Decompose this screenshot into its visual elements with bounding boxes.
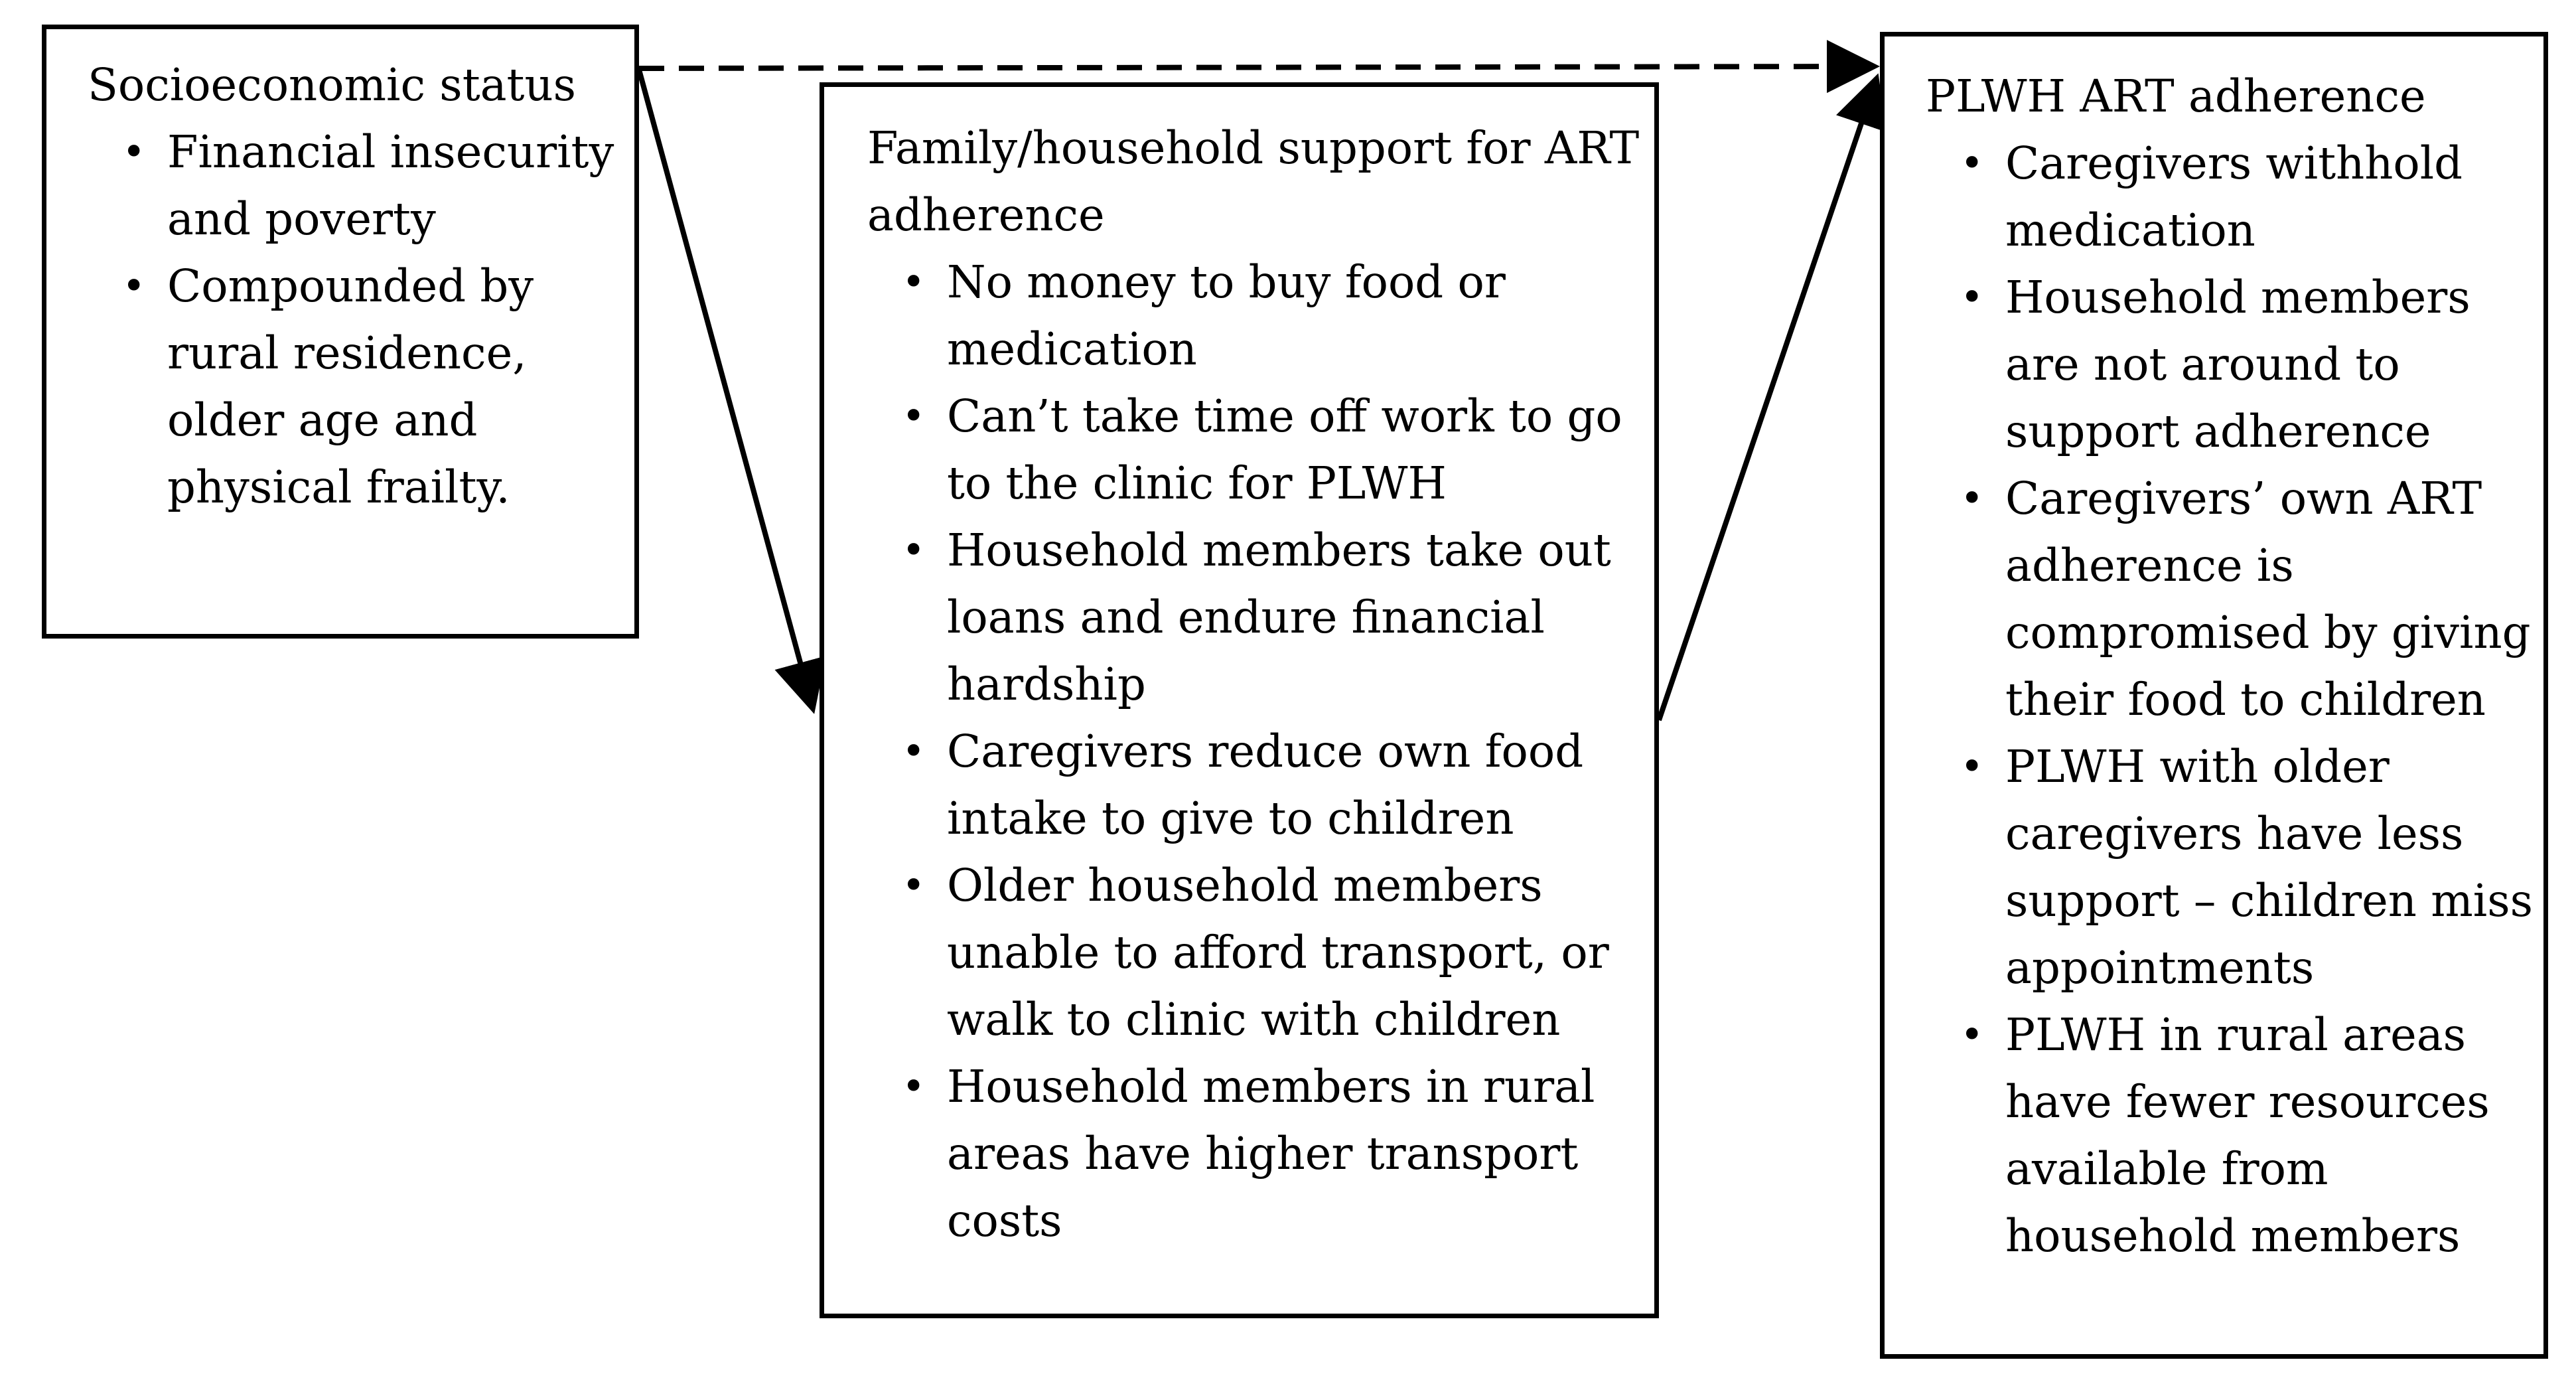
list-item: • No money to buy food or medication <box>867 249 1641 383</box>
list-item-text: Household members are not around to supp… <box>2005 271 2470 457</box>
list-item: • Financial insecurity and poverty <box>88 119 621 253</box>
list-item-text: Financial insecurity and poverty <box>167 126 614 245</box>
list-item-text: Caregivers reduce own food intake to giv… <box>947 726 1584 844</box>
list-item: • Household members in rural areas have h… <box>867 1053 1641 1255</box>
bullet: • <box>902 527 926 574</box>
bullet: • <box>1960 743 1984 790</box>
bullet-list: • No money to buy food or medication • Can… <box>867 249 1641 1255</box>
box-title: Socioeconomic status <box>88 59 577 111</box>
list-item: • Older household members unable to affor… <box>867 852 1641 1053</box>
bullet: • <box>902 1063 926 1110</box>
bullet: • <box>1960 274 1984 321</box>
bullet: • <box>1960 475 1984 522</box>
bullet: • <box>902 393 926 439</box>
bullet: • <box>122 263 146 309</box>
list-item-text: PLWH with older caregivers have less sup… <box>2005 741 2533 994</box>
list-item-text: Older household members unable to afford… <box>947 860 1609 1045</box>
list-item-text: Can’t take time off work to go to the cl… <box>947 390 1622 509</box>
family-support-box: Family/household support for ART adheren… <box>820 82 1659 1318</box>
bullet: • <box>1960 140 1984 187</box>
list-item-text: No money to buy food or medication <box>947 256 1506 375</box>
list-item: • Compounded by rural residence, older ag… <box>88 253 621 521</box>
bullet: • <box>1960 1012 1984 1058</box>
list-item: • Caregivers withhold medication <box>1926 130 2537 264</box>
list-item-text: PLWH in rural areas have fewer resources… <box>2005 1009 2490 1262</box>
list-item: • PLWH in rural areas have fewer resource… <box>1926 1002 2537 1270</box>
list-item: • Household members are not around to sup… <box>1926 264 2537 465</box>
list-item-text: Household members in rural areas have hi… <box>947 1061 1595 1247</box>
bullet: • <box>122 129 146 175</box>
list-item-text: Household members take out loans and end… <box>947 524 1611 710</box>
list-item-text: Caregivers’ own ART adherence is comprom… <box>2005 473 2531 726</box>
bullet: • <box>902 259 926 305</box>
arrow-ses-to-family <box>636 68 826 714</box>
list-item-text: Compounded by rural residence, older age… <box>167 260 534 513</box>
socioeconomic-status-box: Socioeconomic status • Financial insecuri… <box>42 25 639 639</box>
plwh-art-adherence-box: PLWH ART adherence • Caregivers withhold … <box>1880 32 2548 1359</box>
arrow-family-to-plwh <box>1656 73 1887 722</box>
box-title: PLWH ART adherence <box>1926 70 2426 122</box>
list-item: • Caregivers reduce own food intake to gi… <box>867 718 1641 852</box>
list-item: • Can’t take time off work to go to the c… <box>867 383 1641 517</box>
dashed-arrow-ses-to-plwh <box>638 40 1880 94</box>
list-item: • Caregivers’ own ART adherence is compro… <box>1926 465 2537 733</box>
box-title: Family/household support for ART adheren… <box>867 122 1640 241</box>
bullet-list: • Caregivers withhold medication • Househo… <box>1926 130 2537 1270</box>
list-item: • PLWH with older caregivers have less su… <box>1926 733 2537 1002</box>
list-item-text: Caregivers withhold medication <box>2005 137 2463 256</box>
list-item: • Household members take out loans and en… <box>867 517 1641 718</box>
bullet: • <box>902 728 926 775</box>
bullet: • <box>902 862 926 909</box>
bullet-list: • Financial insecurity and poverty • Compo… <box>88 119 621 521</box>
